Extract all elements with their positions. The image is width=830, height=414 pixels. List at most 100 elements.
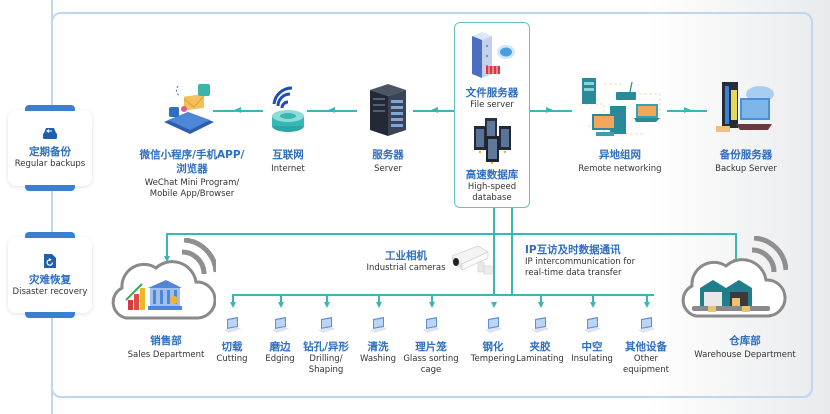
client-zh-line2: 浏览器: [176, 163, 208, 175]
ip-intercommunication-label: IP互访及时数据通讯 IP intercommunication for rea…: [525, 243, 665, 279]
sales-en: Sales Department: [127, 350, 205, 360]
equipment-en-line1: Insulating: [571, 354, 613, 364]
disaster-recovery-card: 灾难恢复 Disaster recovery: [8, 232, 92, 318]
arrow-down-icon: [164, 256, 170, 262]
regular-backups-card: 定期备份 Regular backups: [8, 105, 92, 191]
backup-server-icon: [716, 82, 774, 132]
client-en-line1: WeChat Mini Program/: [144, 178, 240, 188]
equipment-en-line1: Cutting: [216, 354, 248, 364]
ip-en-line1: IP intercommunication for: [525, 257, 636, 267]
ip-zh: IP互访及时数据通讯: [525, 244, 621, 256]
laptop-icon: [584, 317, 601, 333]
regular-backups-zh: 定期备份: [29, 145, 71, 158]
equipment-en-line1: Drilling/: [309, 354, 343, 364]
database-en-line1: High-speed: [467, 182, 517, 192]
laptop-icon: [423, 317, 440, 333]
arrow-right-icon: [684, 107, 691, 113]
drop-to-equipment: [326, 294, 328, 304]
warehouse-zh: 仓库部: [729, 335, 761, 347]
arrow-right-icon: [546, 107, 553, 113]
equipment-en-line1: Tempering: [470, 354, 516, 364]
laptop-icon: [224, 317, 241, 333]
trunk-to-tempering: [493, 208, 495, 294]
client-label: 微信小程序/手机APP/ 浏览器 WeChat Mini Program/ Mo…: [128, 148, 256, 200]
laptop-icon: [485, 317, 502, 333]
arrow-down-icon: [538, 302, 544, 308]
client-zh-line1: 微信小程序/手机APP/: [139, 149, 245, 161]
drop-to-warehouse: [735, 233, 737, 261]
drop-to-sales: [166, 233, 168, 258]
internet-en: Internet: [271, 164, 305, 174]
equipment-zh: 钢化: [482, 341, 504, 353]
server-rack-icon: [370, 84, 406, 136]
equipment-en-line1: Washing: [359, 354, 397, 364]
database-label: 高速数据库 High-speed database: [456, 168, 528, 204]
industrial-camera-icon: [451, 245, 493, 275]
card-tab: [25, 312, 75, 318]
internet-wifi-icon: [272, 86, 304, 132]
arrow-down-icon: [644, 302, 650, 308]
drop-to-equipment: [280, 294, 282, 304]
warehouse-en: Warehouse Department: [694, 350, 796, 360]
equipment-zh: 磨边: [269, 341, 291, 353]
drop-to-equipment: [540, 294, 542, 304]
arrow-left-icon: [431, 107, 438, 113]
laptop-icon: [532, 317, 549, 333]
equipment-zh: 切载: [221, 341, 243, 353]
equipment-zh: 其他设备: [625, 341, 667, 353]
diagram-frame: [51, 12, 813, 398]
equipment-en-line1: Laminating: [516, 354, 564, 364]
backup-server-label: 备份服务器 Backup Server: [704, 148, 788, 175]
backup-server-zh: 备份服务器: [719, 149, 773, 161]
equipment-zh: 夹胶: [529, 341, 551, 353]
equipment-en-line1: Other: [633, 354, 659, 364]
arrow-left-icon: [328, 107, 335, 113]
database-en-line2: database: [472, 193, 512, 203]
equipment-en-line2: cage: [420, 365, 442, 375]
trunk-main: [511, 208, 513, 294]
remote-zh: 异地组网: [599, 149, 641, 161]
industrial-camera-label: 工业相机 Industrial cameras: [362, 249, 450, 274]
arrow-down-icon: [324, 302, 330, 308]
equipment-zh: 中空: [581, 341, 603, 353]
database-cluster-icon: [474, 118, 511, 165]
camera-zh: 工业相机: [385, 250, 427, 262]
drop-to-equipment: [646, 294, 648, 304]
arrow-down-icon: [491, 302, 497, 308]
ip-en-line2: real-time data transfer: [525, 268, 622, 278]
drop-to-equipment: [431, 294, 433, 304]
arrow-left-icon: [234, 107, 241, 113]
file-server-label: 文件服务器 File server: [456, 86, 528, 111]
mobile-app-icon: [164, 84, 214, 134]
sales-cloud-icon: [111, 238, 216, 320]
regular-backups-en: Regular backups: [14, 158, 86, 169]
backup-server-en: Backup Server: [715, 164, 777, 174]
remote-networking-icon: [580, 78, 661, 136]
file-server-icon: [472, 32, 515, 78]
sales-label: 销售部 Sales Department: [118, 334, 214, 361]
server-label: 服务器 Server: [358, 148, 418, 175]
hard-drive-backup-icon: [43, 127, 57, 139]
equipment-zh: 清洗: [367, 341, 389, 353]
laptop-icon: [638, 317, 655, 333]
database-zh: 高速数据库: [465, 169, 519, 181]
drop-to-equipment: [232, 294, 234, 304]
arrow-down-icon: [376, 302, 382, 308]
client-en-line2: Mobile App/Browser: [149, 189, 235, 199]
server-zh: 服务器: [372, 149, 404, 161]
equipment-zh: 钻孔/异形: [303, 341, 349, 353]
card-tab: [25, 105, 75, 111]
laptop-icon: [370, 317, 387, 333]
arrow-down-icon: [429, 302, 435, 308]
sales-zh: 销售部: [150, 335, 182, 347]
drop-to-equipment: [592, 294, 594, 304]
arrow-down-icon: [590, 302, 596, 308]
